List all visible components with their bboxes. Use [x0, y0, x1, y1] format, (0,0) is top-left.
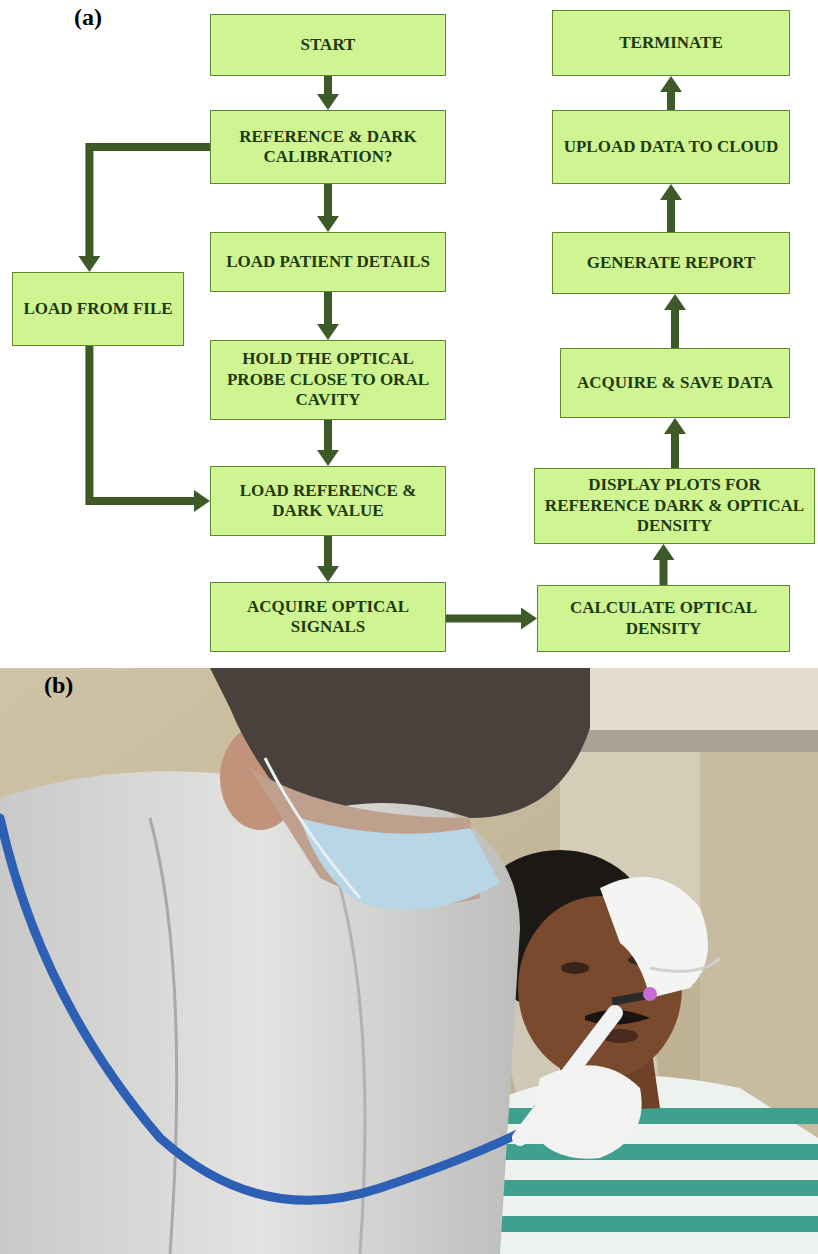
flow-arrow: [446, 615, 521, 623]
process-box: LOAD REFERENCE & DARK VALUE: [210, 466, 446, 536]
box-text: UPLOAD DATA TO CLOUD: [564, 137, 779, 157]
process-box: DISPLAY PLOTS FOR REFERENCE DARK & OPTIC…: [534, 468, 815, 544]
flow-arrow: [671, 310, 679, 348]
panel-label: (b): [44, 672, 73, 699]
box-text: LOAD PATIENT DETAILS: [226, 252, 430, 272]
process-box: LOAD PATIENT DETAILS: [210, 232, 446, 292]
process-box: CALCULATE OPTICAL DENSITY: [537, 585, 790, 652]
process-box: START: [210, 14, 446, 76]
box-text: CALCULATE OPTICAL DENSITY: [546, 598, 781, 639]
process-box: HOLD THE OPTICAL PROBE CLOSE TO ORAL CAV…: [210, 340, 446, 420]
process-box: REFERENCE & DARK CALIBRATION?: [210, 110, 446, 184]
flow-arrow: [667, 200, 675, 232]
box-text: GENERATE REPORT: [587, 253, 756, 273]
box-text: REFERENCE & DARK CALIBRATION?: [219, 127, 437, 168]
flow-arrow: [671, 434, 679, 468]
panel-label: (a): [74, 4, 102, 31]
process-box: ACQUIRE & SAVE DATA: [560, 348, 790, 418]
flow-arrow: [89, 346, 194, 501]
clinical-photo: [0, 668, 818, 1254]
flow-arrow: [660, 560, 668, 585]
box-text: ACQUIRE OPTICAL SIGNALS: [219, 597, 437, 638]
box-text: TERMINATE: [619, 33, 723, 53]
process-box: GENERATE REPORT: [552, 232, 790, 294]
box-text: ACQUIRE & SAVE DATA: [577, 373, 773, 393]
flow-arrow: [89, 147, 210, 256]
flow-arrow: [324, 76, 332, 94]
flow-arrow: [324, 536, 332, 566]
process-box: LOAD FROM FILE: [12, 272, 184, 346]
process-box: UPLOAD DATA TO CLOUD: [552, 110, 790, 184]
process-box: ACQUIRE OPTICAL SIGNALS: [210, 582, 446, 652]
box-text: START: [301, 35, 356, 55]
process-box: TERMINATE: [552, 10, 790, 76]
box-text: LOAD FROM FILE: [23, 299, 172, 319]
flow-arrow: [324, 292, 332, 324]
box-text: HOLD THE OPTICAL PROBE CLOSE TO ORAL CAV…: [219, 349, 437, 410]
flow-arrow: [324, 420, 332, 450]
box-text: DISPLAY PLOTS FOR REFERENCE DARK & OPTIC…: [543, 475, 806, 536]
box-text: LOAD REFERENCE & DARK VALUE: [219, 481, 437, 522]
flow-arrow: [324, 184, 332, 216]
flow-arrow: [667, 92, 675, 110]
